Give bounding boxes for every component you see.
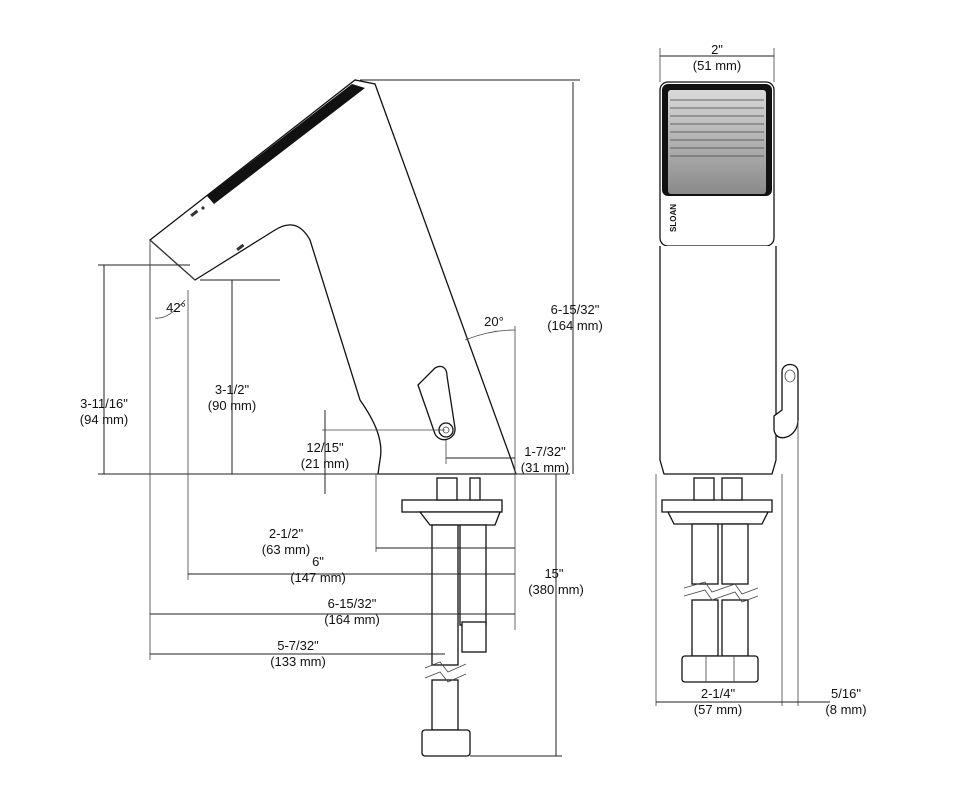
- side-dimension-lines: [98, 79, 580, 757]
- spout-angle: 42°: [166, 300, 186, 315]
- break-mark-side: [424, 661, 467, 683]
- outlet-height-imperial: 3-1/2": [215, 382, 250, 397]
- base-depth-imperial: 2-1/4": [701, 686, 736, 701]
- lever-depth-imperial: 5/16": [831, 686, 861, 701]
- top-width-metric: (51 mm): [693, 58, 741, 73]
- mounting-nut-side: [418, 511, 501, 526]
- base-depth-metric: (57 mm): [694, 702, 742, 717]
- spout-height-metric: (94 mm): [80, 412, 128, 427]
- hose-nut-side: [421, 729, 471, 757]
- reach-b-imperial: 6-15/32": [328, 596, 377, 611]
- supply-hose-rear: [459, 524, 487, 626]
- mixing-lever-front: [773, 363, 799, 439]
- body-angle: 20°: [484, 314, 504, 329]
- brand-logo-text: SLOAN: [669, 204, 678, 232]
- thread-stud: [436, 477, 458, 501]
- spout-height-imperial: 3-11/16": [80, 396, 128, 411]
- lever-offset-imperial: 1-7/32": [524, 444, 566, 459]
- supply-length-imperial: 15": [544, 566, 563, 581]
- thread-stud-left: [693, 477, 715, 501]
- supply-length-metric: (380 mm): [528, 582, 584, 597]
- front-dimension-labels: 2" (51 mm) 2-1/4" (57 mm) 5/16" (8 mm): [693, 42, 867, 717]
- hose-nuts-front: [681, 655, 759, 683]
- break-mark-front: [683, 581, 759, 603]
- lever-cap: [784, 369, 796, 383]
- supply-hose-lower: [431, 679, 459, 731]
- hose-right-lower: [721, 599, 749, 657]
- sensor-dot: [201, 206, 205, 210]
- supply-offset-imperial: 5-7/32": [277, 638, 319, 653]
- lever-offset-metric: (31 mm): [521, 460, 569, 475]
- mounting-plate-front: [661, 499, 773, 513]
- base-width-imperial: 2-1/2": [269, 526, 304, 541]
- lever-height-imperial: 12/15": [306, 440, 344, 455]
- base-width-metric: (63 mm): [262, 542, 310, 557]
- mount-stud: [469, 477, 481, 501]
- front-view: SLOAN: [659, 81, 799, 683]
- hose-left-lower: [691, 599, 719, 657]
- side-dimension-labels: 6-15/32" (164 mm) 3-11/16" (94 mm) 3-1/2…: [80, 300, 603, 669]
- mounting-nut-front: [666, 511, 770, 525]
- supply-hose-side: [431, 524, 459, 666]
- reach-a-imperial: 6": [312, 554, 324, 569]
- mixing-lever-side: [417, 365, 456, 441]
- faucet-body-side: [148, 79, 517, 475]
- front-dimension-lines: [655, 48, 830, 706]
- spout-top-strip: [207, 84, 365, 204]
- supply-offset-metric: (133 mm): [270, 654, 326, 669]
- thread-stud-right: [721, 477, 743, 501]
- outlet-mark: [236, 243, 245, 252]
- lever-height-metric: (21 mm): [301, 456, 349, 471]
- faucet-column-front: [659, 246, 777, 475]
- outlet-height-metric: (90 mm): [208, 398, 256, 413]
- overall-height-imperial: 6-15/32": [551, 302, 600, 317]
- sensor-mark: [190, 209, 199, 218]
- spout-underside: [149, 239, 196, 281]
- overall-height-metric: (164 mm): [547, 318, 603, 333]
- reach-b-metric: (164 mm): [324, 612, 380, 627]
- side-view: [148, 79, 517, 757]
- sensor-window: [668, 90, 766, 194]
- mounting-plate-side: [401, 499, 503, 513]
- top-width-imperial: 2": [711, 42, 723, 57]
- hose-left-upper: [691, 523, 719, 585]
- hose-right-upper: [721, 523, 749, 585]
- hose-fitting-rear: [461, 621, 487, 653]
- reach-a-metric: (147 mm): [290, 570, 346, 585]
- lever-depth-metric: (8 mm): [825, 702, 866, 717]
